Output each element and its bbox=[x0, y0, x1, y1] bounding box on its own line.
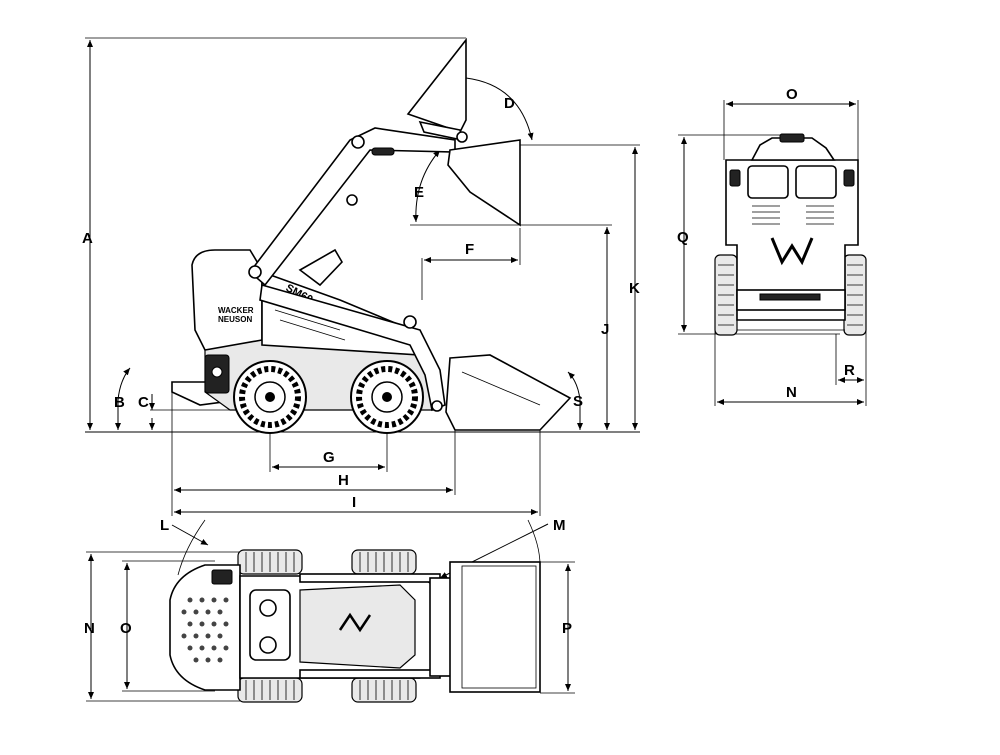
joystick-right-icon bbox=[259, 636, 277, 654]
arm-pivot-top bbox=[351, 135, 365, 149]
label-d: D bbox=[504, 95, 515, 112]
dim-s-arc bbox=[567, 371, 581, 401]
rear-beacon bbox=[779, 133, 805, 143]
label-f: F bbox=[465, 241, 474, 258]
rear-control-box bbox=[211, 569, 233, 585]
label-s: S bbox=[573, 393, 583, 410]
left-tread bbox=[718, 264, 734, 326]
tread-bottom-left bbox=[245, 680, 295, 700]
loader-rear-illustration bbox=[714, 133, 867, 336]
rear-body bbox=[725, 159, 859, 321]
side-view: WACKER NEUSON SM60 bbox=[82, 37, 640, 516]
engine-hood bbox=[191, 249, 263, 351]
lower-arm-pivot bbox=[403, 315, 417, 329]
label-h: H bbox=[338, 472, 349, 489]
lift-arm-top-left bbox=[299, 573, 441, 583]
rear-light-left-icon bbox=[729, 169, 741, 187]
rear-top-console bbox=[750, 137, 836, 161]
label-c: C bbox=[138, 394, 149, 411]
label-o-rear: O bbox=[786, 86, 798, 103]
arm-slot bbox=[371, 147, 395, 156]
bumper-slot bbox=[759, 293, 821, 301]
platform-texture bbox=[181, 597, 229, 663]
dim-m-arc bbox=[527, 519, 541, 566]
rear-grille-right bbox=[806, 205, 834, 225]
bucket-edge bbox=[461, 565, 537, 689]
label-q: Q bbox=[677, 229, 689, 246]
label-k: K bbox=[629, 280, 640, 297]
rear-light-icon bbox=[211, 366, 223, 378]
label-i: I bbox=[352, 494, 356, 511]
front-wheel bbox=[350, 360, 424, 434]
label-b: B bbox=[114, 394, 125, 411]
lift-arm-lowered bbox=[259, 283, 446, 412]
top-brand-logo-icon bbox=[338, 612, 372, 633]
rear-light-right-icon bbox=[843, 169, 855, 187]
tread-top-left bbox=[245, 552, 295, 572]
label-r: R bbox=[844, 362, 855, 379]
rear-window-right bbox=[795, 165, 837, 199]
bucket-raised bbox=[447, 139, 521, 227]
label-n-top: N bbox=[84, 620, 95, 637]
bucket-pivot bbox=[431, 400, 443, 412]
operator-guard bbox=[298, 248, 343, 287]
bucket-lowered bbox=[445, 354, 572, 431]
coupler bbox=[429, 577, 453, 677]
bucket-dumped bbox=[406, 37, 467, 133]
dim-l-leader bbox=[171, 524, 209, 546]
rear-grille-left bbox=[752, 205, 780, 225]
top-bucket bbox=[449, 561, 541, 693]
label-j: J bbox=[601, 321, 609, 338]
brand-line2: NEUSON bbox=[218, 315, 252, 324]
brand-logo-icon bbox=[770, 237, 814, 266]
dim-l-arc bbox=[177, 519, 206, 576]
joystick-left-icon bbox=[259, 599, 277, 617]
bucket-hinge bbox=[456, 131, 468, 143]
dim-b-arc bbox=[117, 367, 131, 401]
label-m: M bbox=[553, 517, 566, 534]
rear-window-left bbox=[747, 165, 789, 199]
label-n-rear: N bbox=[786, 384, 797, 401]
label-g: G bbox=[323, 449, 335, 466]
tread-top-right bbox=[359, 552, 409, 572]
label-o-top: O bbox=[120, 620, 132, 637]
loader-top-illustration bbox=[169, 549, 541, 703]
top-view: N O P L M bbox=[84, 517, 575, 703]
lift-arm-top-right bbox=[299, 669, 441, 679]
label-l: L bbox=[160, 517, 169, 534]
label-e: E bbox=[414, 184, 424, 201]
tread-bottom-right bbox=[359, 680, 409, 700]
brand-line1: WACKER bbox=[218, 306, 254, 315]
arm-pivot-mid bbox=[346, 194, 358, 206]
rear-view: O Q N R bbox=[677, 86, 867, 406]
label-a: A bbox=[82, 230, 93, 247]
arm-pivot-base bbox=[248, 265, 262, 279]
lift-arm-raised bbox=[248, 127, 456, 287]
loader-side-illustration: WACKER NEUSON SM60 bbox=[171, 37, 572, 434]
label-p: P bbox=[562, 620, 572, 637]
bucket-rib bbox=[461, 371, 541, 406]
dim-e-arc bbox=[412, 149, 441, 223]
dim-d-arc bbox=[465, 77, 534, 141]
rear-wheel bbox=[233, 360, 307, 434]
rear-platform bbox=[169, 564, 241, 691]
right-tread bbox=[847, 264, 863, 326]
